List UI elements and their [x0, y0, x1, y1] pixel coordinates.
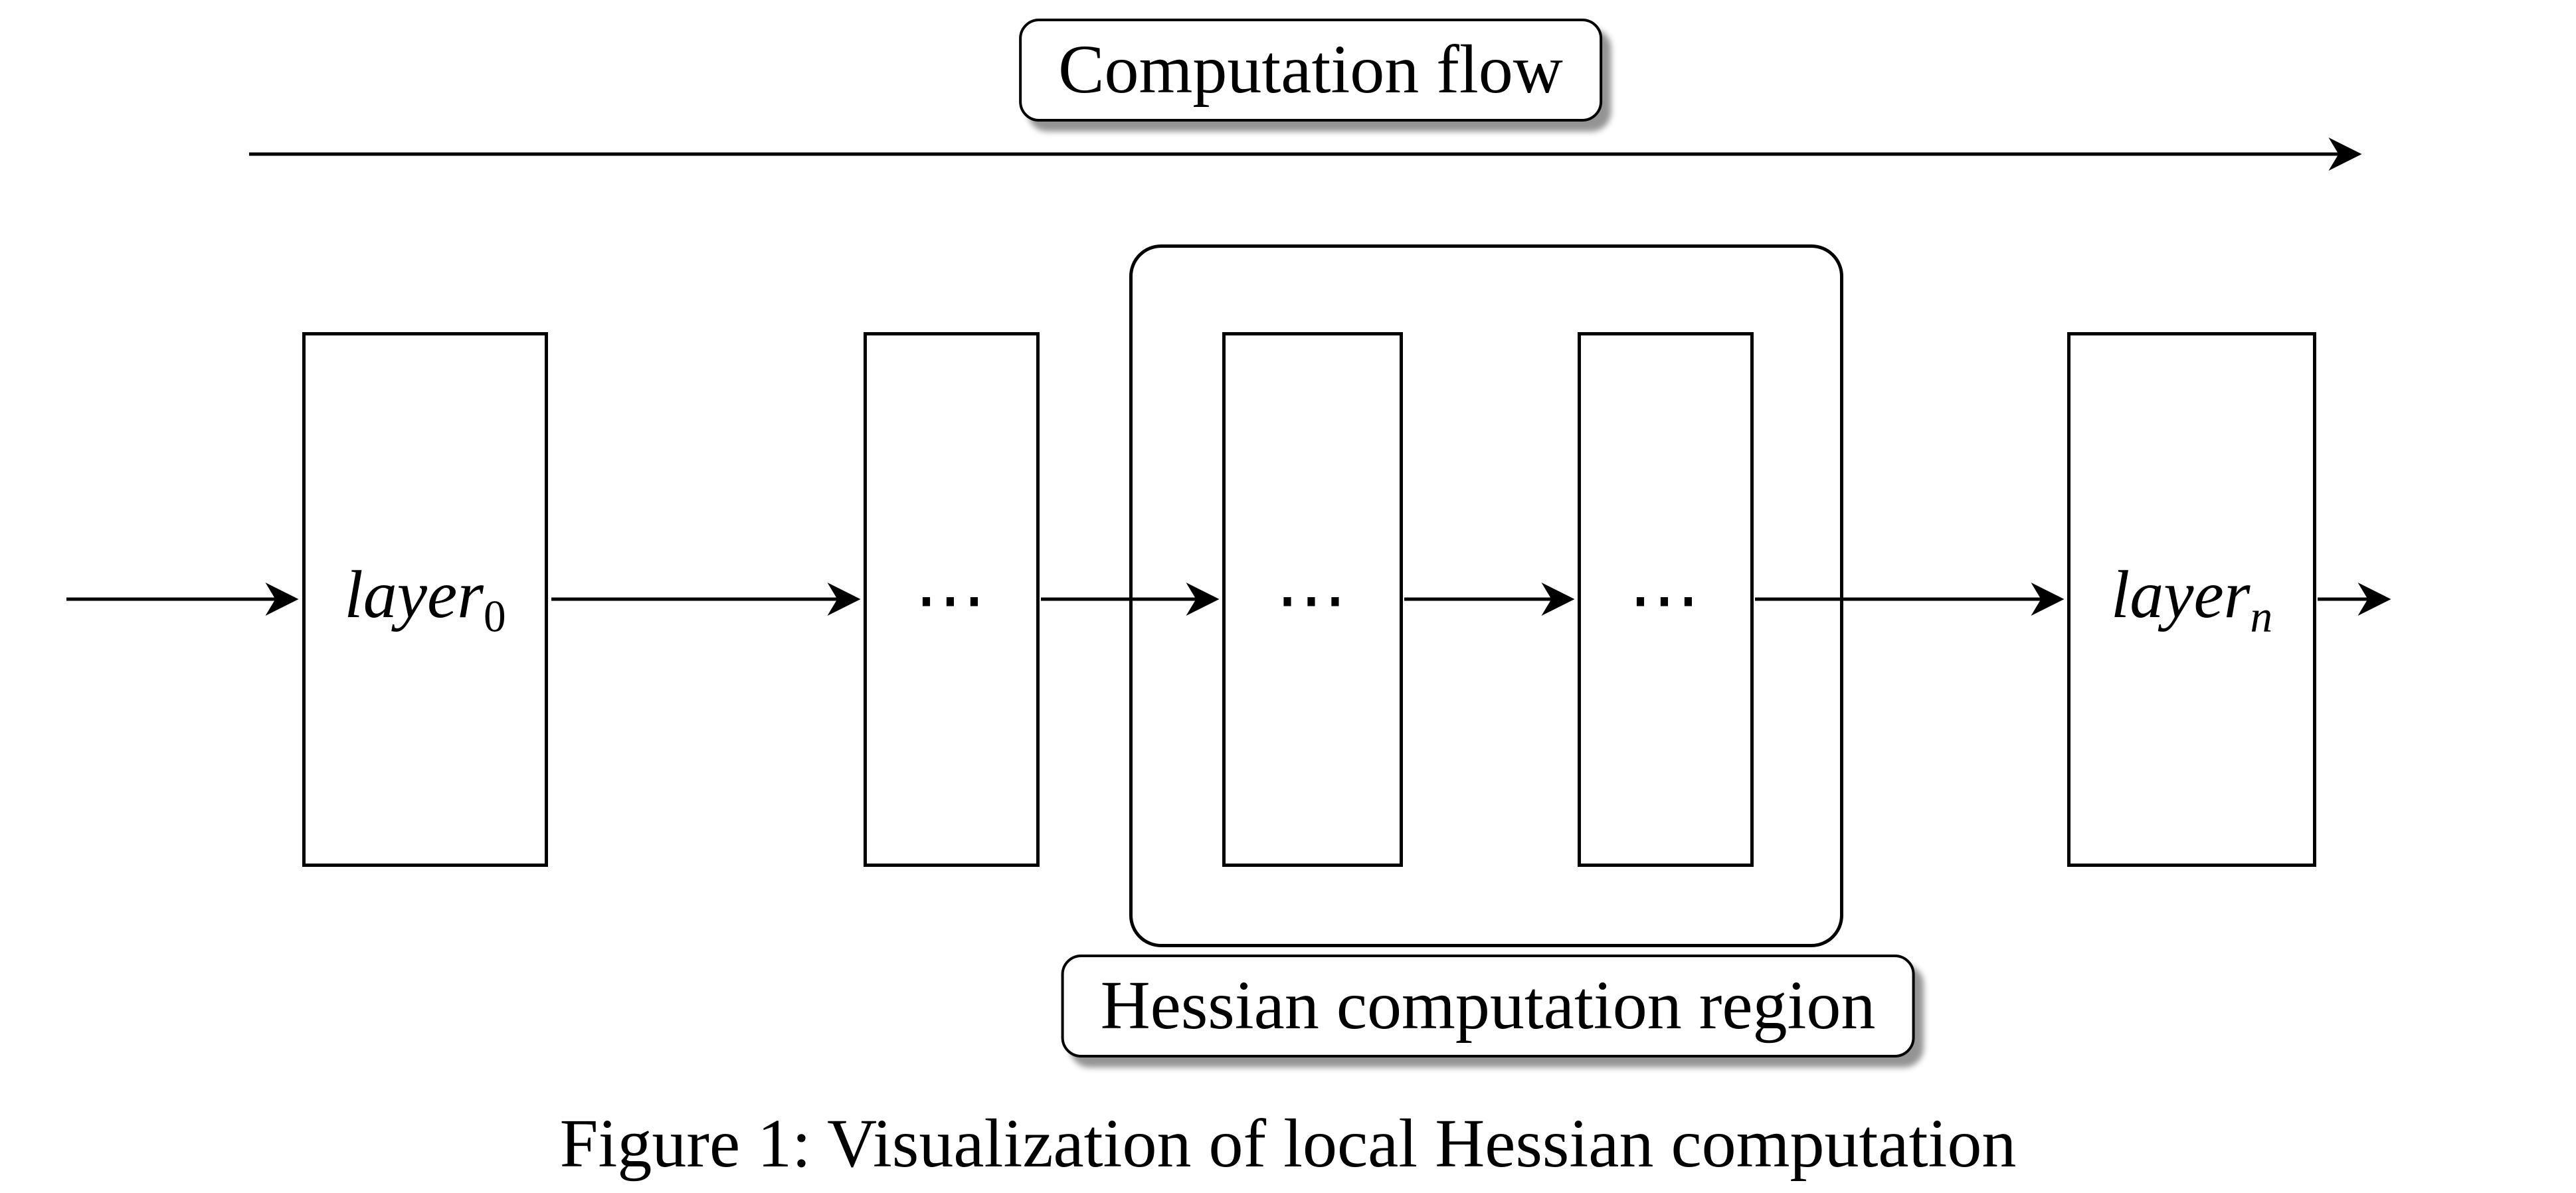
figure-caption: Figure 1: Visualization of local Hessian…: [559, 1105, 2017, 1182]
hessian-region-outline: [1129, 244, 1843, 947]
layer-box-1: ⋯: [864, 332, 1040, 867]
layern-name: layer: [2110, 557, 2251, 633]
layern-subscript: n: [2250, 591, 2273, 642]
layern-label: layern: [2111, 556, 2272, 642]
layer-box-3: ⋯: [1578, 332, 1754, 867]
computation-flow-label: Computation flow: [1019, 19, 1602, 122]
hessian-region-label: Hessian computation region: [1061, 955, 1915, 1057]
dots2-label: ⋯: [1275, 560, 1350, 640]
layer0-subscript: 0: [483, 591, 506, 642]
layer-box-2: ⋯: [1222, 332, 1403, 867]
layer-box-0: layer0: [302, 332, 548, 867]
layer-box-n: layern: [2067, 332, 2316, 867]
dots1-label: ⋯: [914, 560, 989, 640]
layer0-label: layer0: [344, 556, 506, 642]
layer0-name: layer: [344, 557, 484, 633]
dots3-label: ⋯: [1628, 560, 1703, 640]
